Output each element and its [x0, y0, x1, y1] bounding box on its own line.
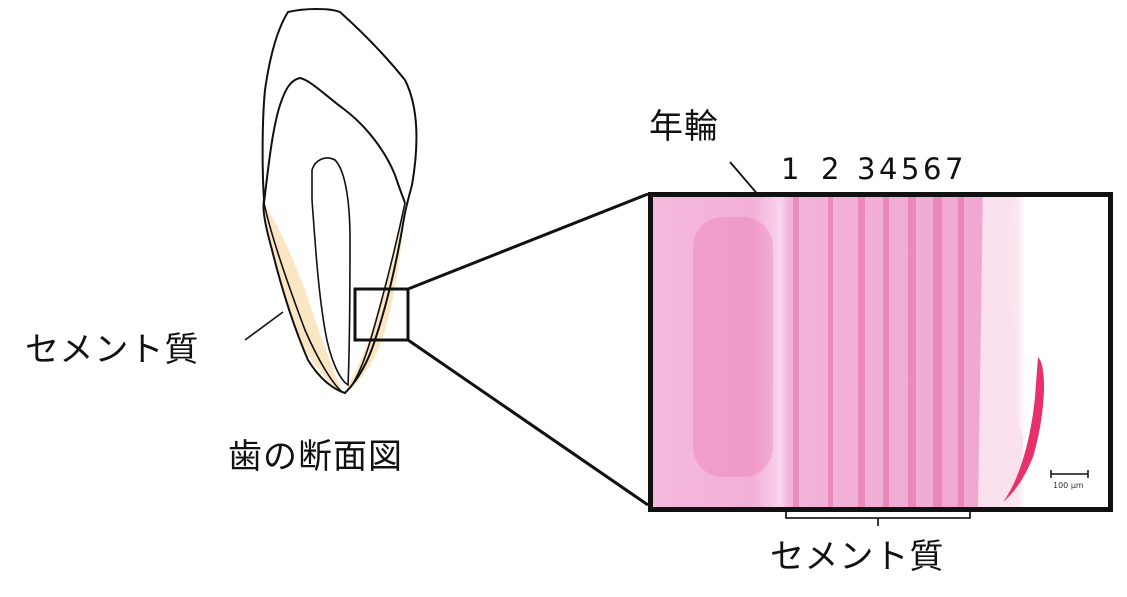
cementum-label-bottom: セメント質	[770, 537, 945, 577]
pulp-canal	[311, 157, 351, 387]
ring-number-3: 3	[857, 152, 876, 186]
ring-number-7: 7	[945, 152, 964, 186]
cementum-bracket	[785, 512, 971, 526]
histology-micrograph: 100 µm	[648, 192, 1113, 512]
ring-number-6: 6	[923, 152, 942, 186]
tooth-dentin-line	[263, 76, 406, 204]
root-line-right	[349, 202, 406, 389]
annual-ring-label: 年輪	[649, 107, 719, 147]
magnify-box	[353, 287, 410, 342]
tooth-cross-section-caption: 歯の断面図	[228, 437, 403, 477]
cementum-left	[264, 203, 342, 392]
cementum-label-left: セメント質	[25, 330, 200, 370]
micrograph-image	[653, 197, 1108, 507]
tooth-outer-outline	[261, 8, 418, 395]
cementum-right	[345, 203, 405, 392]
ring-number-5: 5	[901, 152, 920, 186]
cementum-leader-left	[244, 311, 284, 341]
ring-number-1: 1	[781, 152, 800, 186]
scale-bar-label: 100 µm	[1053, 481, 1084, 490]
ring-number-4: 4	[879, 152, 898, 186]
root-line-left	[263, 202, 343, 393]
ring-number-2: 2	[821, 152, 840, 186]
